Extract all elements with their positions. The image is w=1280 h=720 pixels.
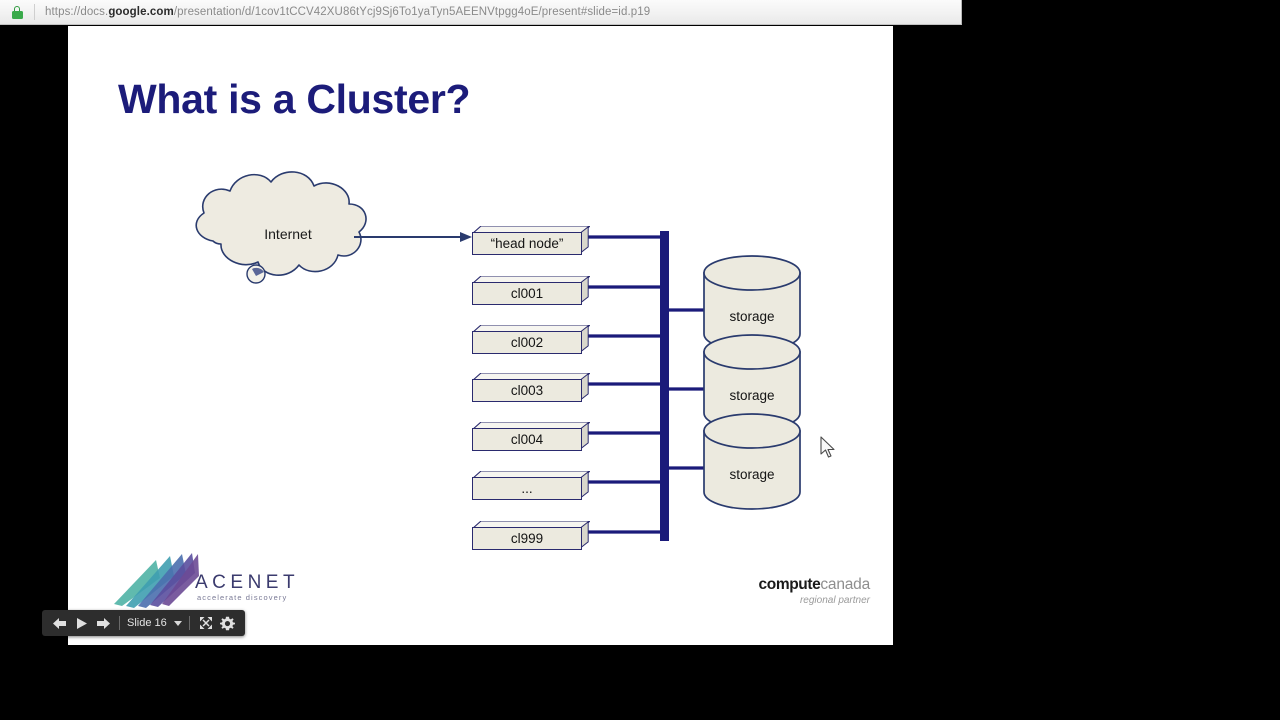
page-title: What is a Cluster?	[118, 76, 471, 122]
settings-button[interactable]	[217, 612, 239, 634]
internet-cloud-label: Internet	[264, 226, 312, 242]
url-prefix: https://docs.	[45, 6, 109, 18]
gear-icon	[220, 616, 236, 630]
compute-canada-light: canada	[820, 576, 870, 593]
storage-bus-links	[667, 308, 708, 470]
node-label: ...	[472, 477, 582, 500]
node-box[interactable]: cl002	[472, 325, 590, 354]
storage-cylinder[interactable]: storage	[704, 273, 800, 363]
node-label: cl004	[472, 428, 582, 451]
node-box[interactable]: cl003	[472, 373, 590, 402]
lock-icon	[0, 0, 34, 24]
slide-controls-bar[interactable]: Slide 16	[42, 610, 245, 636]
node-label: cl999	[472, 527, 582, 550]
network-bus	[660, 231, 669, 541]
previous-slide-button[interactable]	[48, 612, 70, 634]
node-label: “head node”	[472, 232, 582, 255]
acenet-tagline: accelerate discovery	[197, 593, 288, 602]
compute-canada-logo: computecanada regional partner	[740, 576, 871, 606]
node-bus-links	[586, 235, 666, 534]
arrow-right-icon	[96, 617, 110, 629]
storage-label: storage	[729, 467, 775, 482]
arrow-left-icon	[52, 617, 66, 629]
play-icon	[76, 617, 87, 629]
node-box[interactable]: ...	[472, 471, 590, 500]
node-box[interactable]: cl999	[472, 521, 590, 550]
slide-number-indicator[interactable]: Slide 16	[127, 617, 167, 629]
node-label: cl001	[472, 282, 582, 305]
node-box[interactable]: cl004	[472, 422, 590, 451]
storage-cylinders	[703, 255, 801, 510]
url-path: /presentation/d/1cov1tCCV42XU86tYcj9Sj6T…	[173, 6, 651, 18]
play-button[interactable]	[70, 612, 92, 634]
cluster-diagram	[114, 171, 801, 608]
acenet-logo: ACENET accelerate discovery	[108, 554, 298, 610]
presentation-slide[interactable]: What is a Cluster?	[68, 26, 893, 645]
storage-cylinder[interactable]: storage	[704, 431, 800, 521]
fullscreen-button[interactable]	[195, 612, 217, 634]
fullscreen-icon	[199, 617, 212, 629]
url-divider	[34, 4, 35, 20]
controls-divider	[188, 616, 190, 630]
acenet-wordmark: ACENET	[195, 572, 300, 593]
node-box[interactable]: cl001	[472, 276, 590, 305]
browser-url-bar[interactable]: https://docs.google.com/presentation/d/1…	[0, 0, 962, 25]
compute-canada-subtitle: regional partner	[799, 595, 870, 606]
storage-label: storage	[729, 309, 775, 324]
url-domain: google.com	[108, 6, 174, 18]
acenet-swoosh-icon	[114, 553, 199, 608]
storage-label: storage	[729, 388, 775, 403]
node-box[interactable]: “head node”	[472, 226, 590, 255]
compute-canada-bold: compute	[758, 576, 821, 593]
node-label: cl002	[472, 331, 582, 354]
node-label: cl003	[472, 379, 582, 402]
next-slide-button[interactable]	[92, 612, 114, 634]
controls-divider	[119, 616, 120, 630]
internet-to-headnode-arrow	[354, 232, 472, 242]
storage-cylinder[interactable]: storage	[704, 352, 800, 442]
internet-cloud	[195, 171, 367, 284]
url-text[interactable]: https://docs.google.com/presentation/d/1…	[35, 6, 650, 18]
compute-canada-wordmark: computecanada	[740, 576, 871, 594]
chevron-down-icon[interactable]	[173, 620, 182, 626]
